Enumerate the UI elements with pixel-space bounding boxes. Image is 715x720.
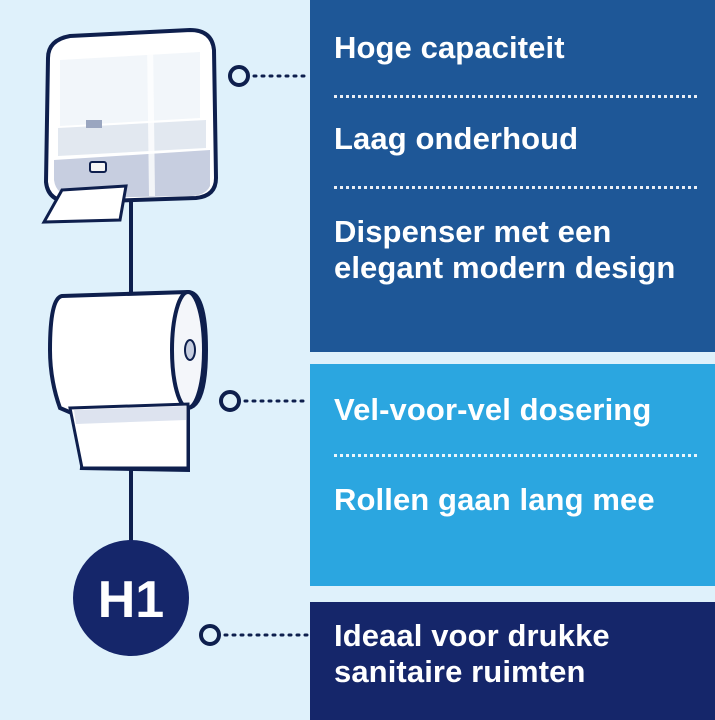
connector-dot-icon bbox=[219, 390, 310, 412]
towel-dispenser-icon bbox=[41, 27, 219, 224]
product-illustration: H1 bbox=[41, 27, 310, 656]
feature-sheet-dosing: Vel-voor-vel dosering bbox=[334, 392, 652, 427]
feature-low-maintenance: Laag onderhoud bbox=[334, 121, 579, 156]
feature-panel-dosing: Vel-voor-vel dosering Rollen gaan lang m… bbox=[310, 364, 715, 586]
connector-dot-icon bbox=[228, 65, 310, 87]
dotted-divider bbox=[334, 95, 697, 98]
paper-roll-icon bbox=[47, 289, 209, 473]
h1-badge: H1 bbox=[73, 540, 189, 656]
feature-busy-washrooms: Ideaal voor drukke sanitaire ruimten bbox=[334, 618, 610, 689]
feature-elegant-design: Dispenser met een elegant modern design bbox=[334, 214, 676, 285]
dotted-divider bbox=[334, 186, 697, 189]
feature-panel-capacity: Hoge capaciteit Laag onderhoud Dispenser… bbox=[310, 0, 715, 352]
connector-dot-icon bbox=[199, 624, 310, 646]
badge-label: H1 bbox=[98, 571, 164, 629]
feature-high-capacity: Hoge capaciteit bbox=[334, 30, 565, 65]
dotted-divider bbox=[334, 454, 697, 457]
feature-long-lasting-rolls: Rollen gaan lang mee bbox=[334, 482, 655, 517]
feature-panel-usage: Ideaal voor drukke sanitaire ruimten bbox=[310, 602, 715, 720]
